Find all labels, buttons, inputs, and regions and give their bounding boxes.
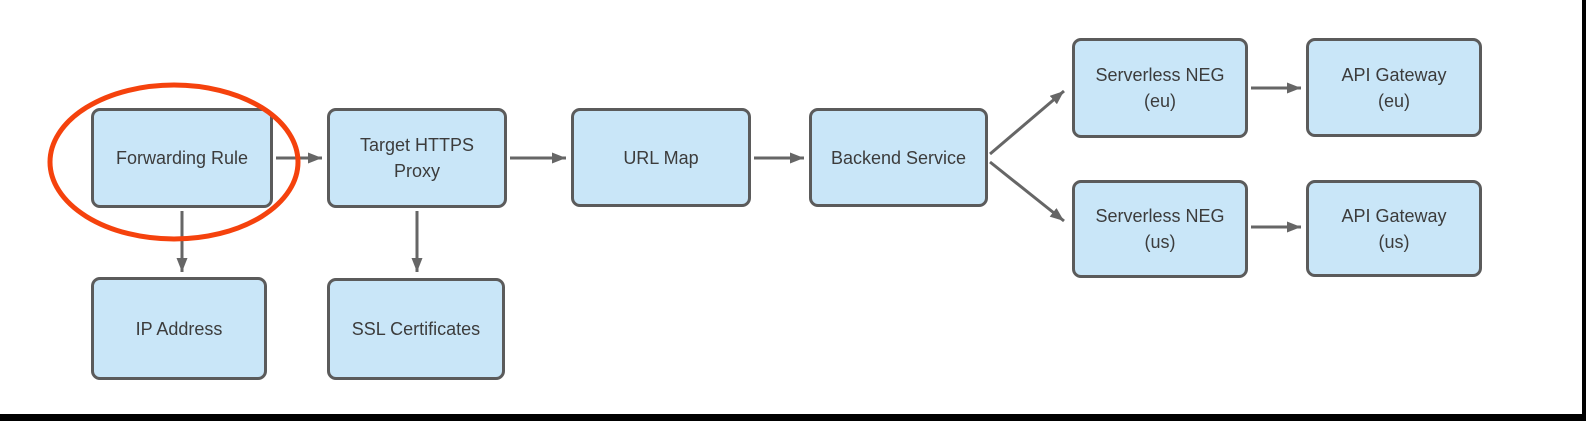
node-target-https-proxy-label: Target HTTPS Proxy: [359, 135, 475, 181]
node-forwarding-rule-label: Forwarding Rule: [115, 148, 249, 168]
node-serverless-neg-eu-label: Serverless NEG (eu): [1095, 65, 1225, 111]
edge-backend-to-neg-eu: [989, 89, 1065, 156]
node-backend-service-label: Backend Service: [830, 147, 967, 168]
node-backend-service: Backend Service: [809, 108, 988, 207]
node-serverless-neg-eu: Serverless NEG (eu): [1072, 38, 1248, 138]
node-url-map-label: URL Map: [623, 147, 699, 168]
node-ssl-certificates: SSL Certificates: [327, 278, 505, 380]
node-api-gateway-eu-label: API Gateway (eu): [1341, 64, 1447, 111]
node-api-gateway-eu: API Gateway (eu): [1306, 38, 1482, 137]
node-ip-address: IP Address: [91, 277, 267, 380]
node-serverless-neg-us: Serverless NEG (us): [1072, 180, 1248, 278]
node-api-gateway-us-label: API Gateway (us): [1341, 205, 1447, 252]
edge-backend-to-neg-us: [989, 160, 1065, 223]
frame-right-edge: [1582, 0, 1586, 421]
node-ssl-certificates-label: SSL Certificates: [351, 319, 481, 339]
node-target-https-proxy: Target HTTPS Proxy: [327, 108, 507, 208]
frame-bottom-edge: [0, 414, 1586, 421]
node-forwarding-rule: Forwarding Rule: [91, 108, 273, 208]
node-api-gateway-us: API Gateway (us): [1306, 180, 1482, 277]
node-serverless-neg-us-label: Serverless NEG (us): [1095, 206, 1225, 252]
node-ip-address-label: IP Address: [135, 318, 223, 339]
node-url-map: URL Map: [571, 108, 751, 207]
